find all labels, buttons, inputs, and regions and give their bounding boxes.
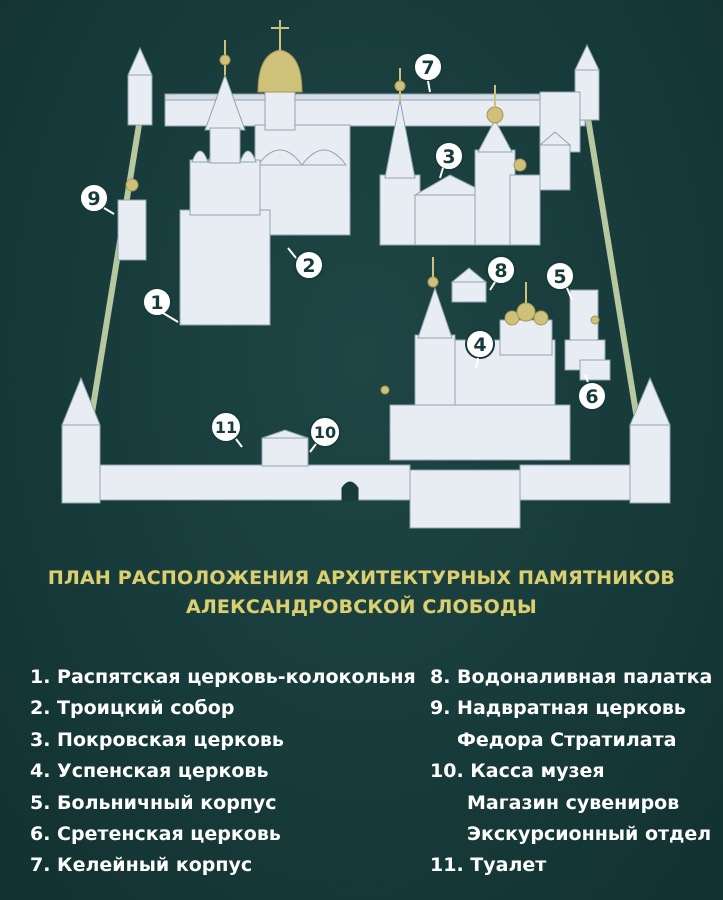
legend-item-10: 10. Касса музея bbox=[430, 760, 605, 782]
legend-item-9: 9. Надвратная церковь bbox=[430, 697, 686, 719]
plan-title-line1: ПЛАН РАСПОЛОЖЕНИЯ АРХИТЕКТУРНЫХ ПАМЯТНИК… bbox=[47, 567, 676, 589]
crucifixion-bell-tower bbox=[179, 209, 271, 326]
marker-6-label: 6 bbox=[585, 386, 598, 408]
legend-item-3: 3. Покровская церковь bbox=[30, 729, 284, 751]
ticket-office bbox=[261, 437, 309, 467]
marker-3-label: 3 bbox=[442, 146, 455, 168]
legend-item-8: 8. Водоналивная палатка bbox=[430, 666, 713, 688]
marker-7: 7 bbox=[413, 52, 443, 93]
legend-item-9-cont: Федора Стратилата bbox=[457, 729, 677, 751]
marker-11: 11 bbox=[210, 411, 243, 448]
marker-3: 3 bbox=[434, 141, 464, 179]
marker-1: 1 bbox=[142, 287, 179, 323]
marker-10-label: 10 bbox=[314, 423, 336, 442]
marker-7-label: 7 bbox=[421, 57, 434, 79]
legend-item-7: 7. Келейный корпус bbox=[30, 854, 253, 876]
legend-item-10-cont-2: Экскурсионный отдел bbox=[467, 823, 712, 845]
markers: 1 2 3 4 5 6 7 bbox=[79, 52, 607, 453]
marker-8-label: 8 bbox=[494, 260, 507, 282]
legend-item-5: 5. Больничный корпус bbox=[30, 792, 277, 814]
marker-4: 4 bbox=[465, 329, 495, 369]
legend-item-4: 4. Успенская церковь bbox=[30, 760, 269, 782]
marker-11-label: 11 bbox=[215, 418, 237, 437]
marker-1-label: 1 bbox=[150, 292, 163, 314]
gate-church bbox=[117, 199, 147, 261]
marker-5-label: 5 bbox=[553, 266, 566, 288]
marker-9: 9 bbox=[79, 183, 115, 215]
intercession-church bbox=[379, 174, 421, 246]
legend-item-6: 6. Сретенская церковь bbox=[30, 823, 281, 845]
south-wall bbox=[99, 464, 411, 501]
tower-sw bbox=[61, 424, 101, 504]
marker-8: 8 bbox=[486, 255, 516, 291]
plan-title-line2: АЛЕКСАНДРОВСКОЙ СЛОБОДЫ bbox=[186, 596, 537, 618]
sretenskaya-church bbox=[579, 359, 611, 381]
marker-6: 6 bbox=[577, 374, 607, 411]
legend-item-2: 2. Троицкий собор bbox=[30, 697, 235, 719]
legend-item-1: 1. Распятская церковь-колокольня bbox=[30, 666, 416, 688]
monastery-plan: 1 2 3 4 5 6 7 bbox=[61, 20, 671, 529]
marker-2-label: 2 bbox=[302, 255, 315, 277]
marker-10: 10 bbox=[309, 416, 341, 453]
legend-item-10-cont-1: Магазин сувениров bbox=[467, 792, 680, 814]
legend-item-11: 11. Туалет bbox=[430, 854, 547, 876]
water-pavilion bbox=[451, 281, 487, 303]
tower-nw bbox=[127, 74, 153, 126]
perimeter-walls bbox=[87, 99, 641, 426]
marker-9-label: 9 bbox=[87, 188, 100, 210]
marker-2: 2 bbox=[287, 247, 324, 280]
marker-5: 5 bbox=[545, 261, 575, 301]
tower-se bbox=[629, 424, 671, 504]
marker-4-label: 4 bbox=[473, 334, 486, 356]
